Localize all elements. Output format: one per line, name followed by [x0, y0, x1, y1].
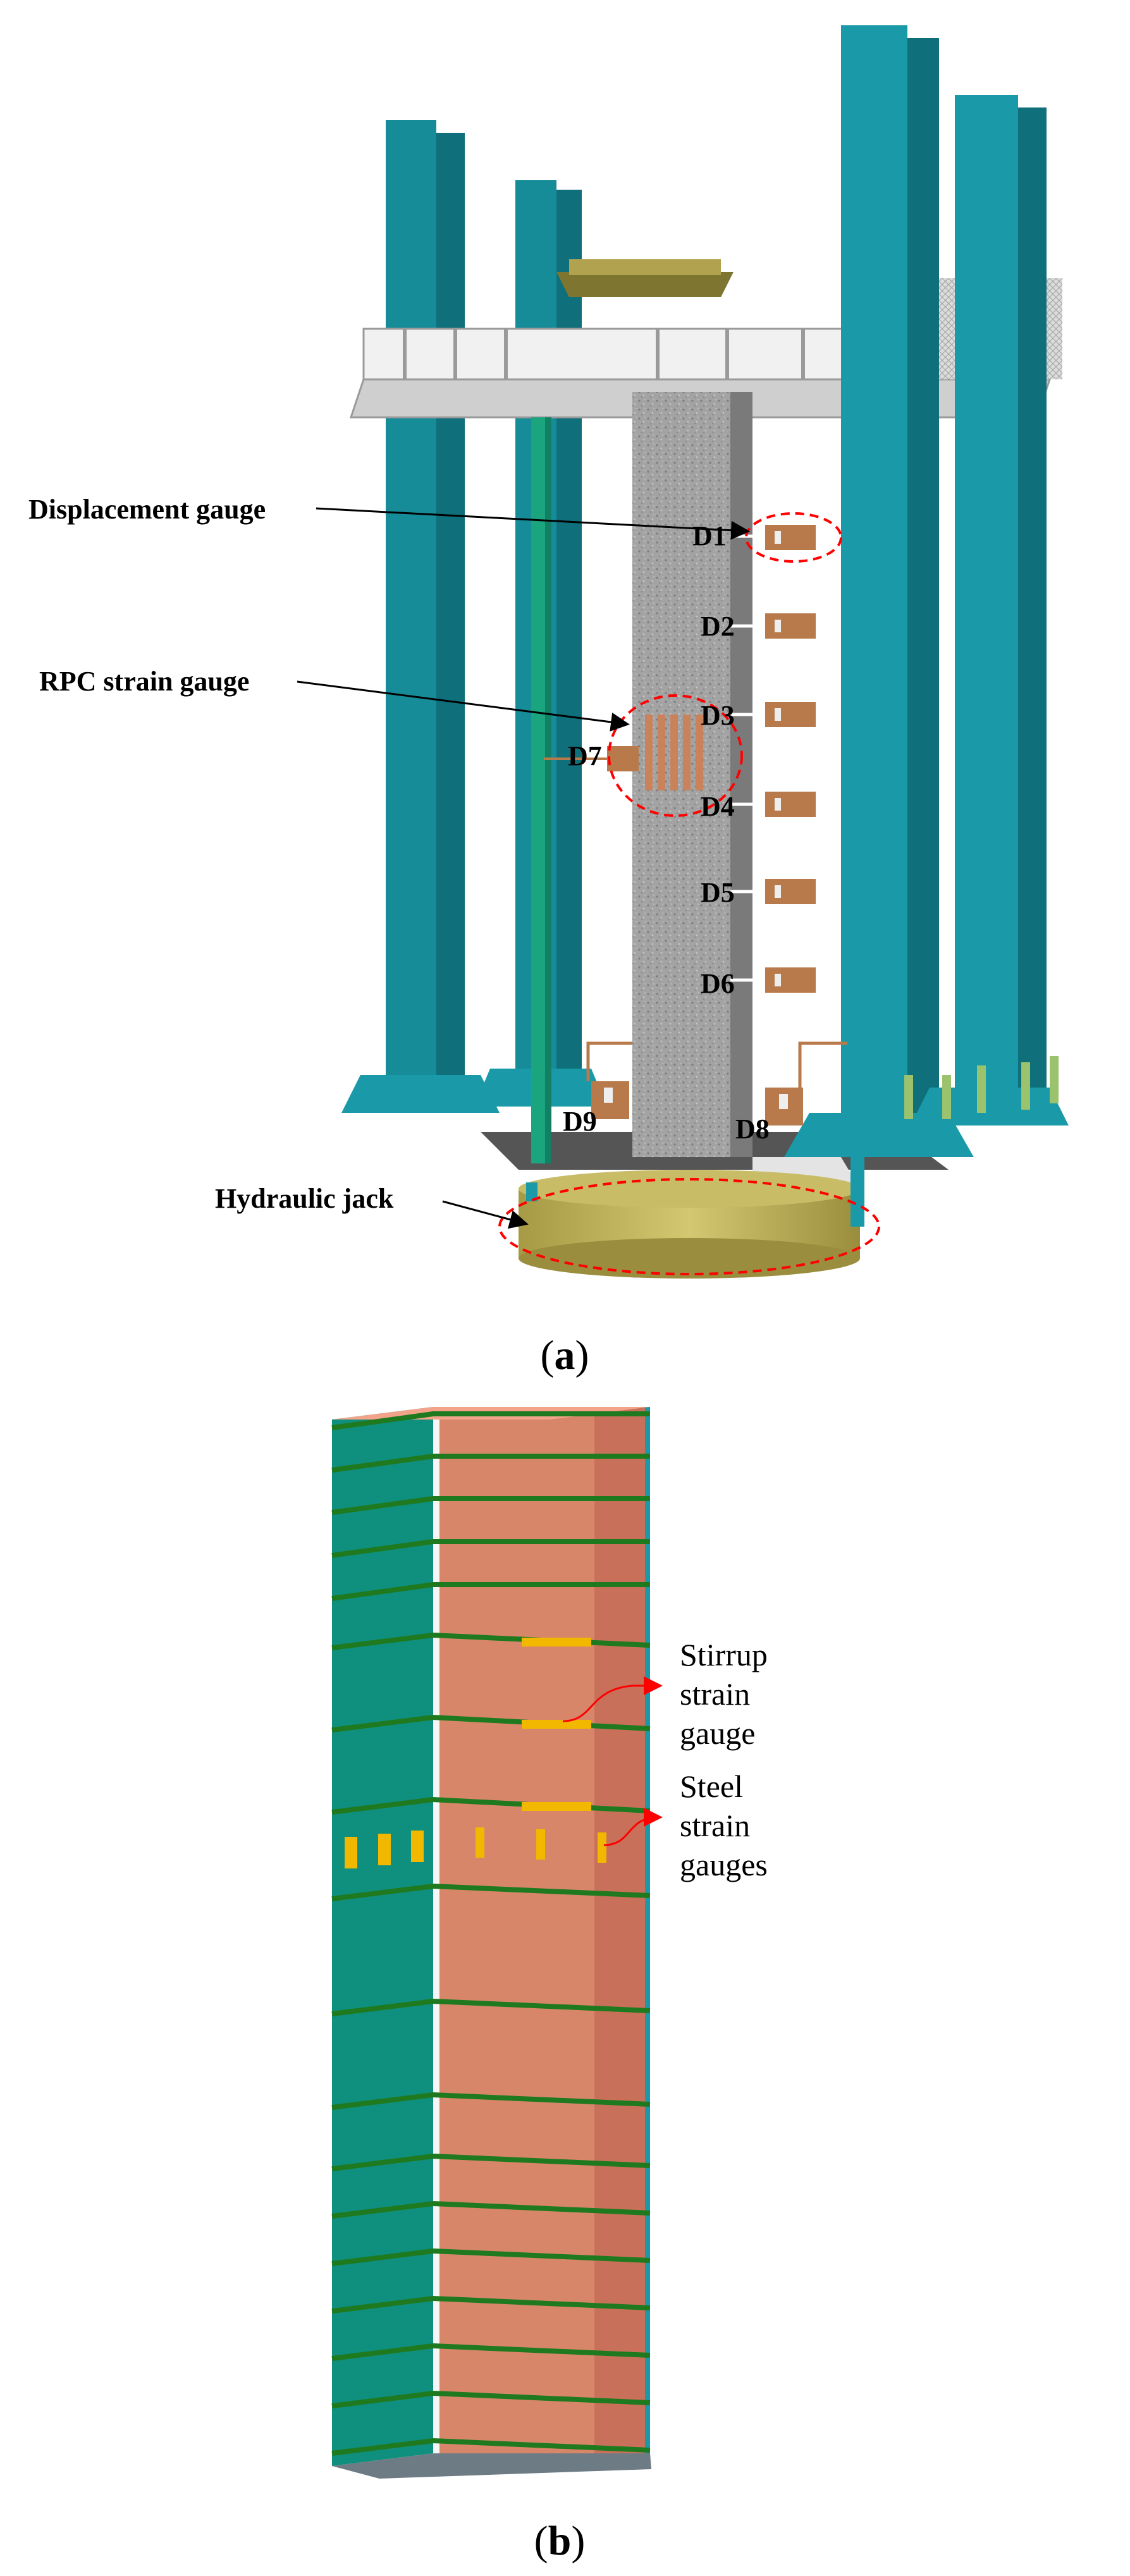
top-loading-cap — [556, 259, 734, 297]
hydraulic-jack-arrow — [442, 1200, 529, 1229]
rpc-strain-gauge-label: RPC strain gauge — [39, 666, 249, 697]
column-side-face — [332, 1407, 433, 2466]
gauge-label-d6: D6 — [701, 968, 735, 999]
stirrup-gauge-label: Stirrup strain gauge — [680, 1637, 775, 1751]
guide-rod-left — [531, 417, 545, 1163]
hydraulic-jack-label: Hydraulic jack — [215, 1183, 394, 1214]
bottom-displacement-gauges — [586, 1041, 847, 1125]
steel-gauges-label: Steel strain gauges — [680, 1769, 768, 1882]
gauge-label-d3: D3 — [701, 700, 735, 731]
panel-b: Stirrup strain gauge Steel strain gauges… — [331, 1407, 775, 2564]
gauge-label-d4: D4 — [701, 791, 735, 822]
column-back-left — [341, 120, 500, 1113]
panel-a: Displacement gauge RPC strain gauge Hydr… — [28, 25, 1069, 1378]
displacement-gauge-boxes — [544, 525, 816, 993]
gauge-label-d1: D1 — [692, 520, 727, 551]
jack-highlight-ellipse — [498, 1178, 880, 1275]
column-front-right — [784, 25, 974, 1157]
steel-gauge-leader — [603, 1808, 663, 1846]
column-edge-right — [645, 1407, 650, 2453]
hydraulic-jack-body — [519, 1157, 864, 1279]
gauge-label-d5: D5 — [701, 877, 735, 908]
guide-rod-left-shade — [545, 417, 551, 1163]
displacement-gauge-arrow — [316, 507, 750, 540]
column-edge-white — [433, 1407, 439, 2453]
displacement-gauge-label: Displacement gauge — [28, 494, 266, 525]
gauge-label-d2: D2 — [701, 611, 735, 642]
steel-strain-gauges — [345, 1827, 606, 1868]
d1-highlight-ellipse — [745, 512, 842, 563]
panel-b-caption: (b) — [534, 2518, 586, 2564]
gauge-label-d7: D7 — [568, 740, 602, 771]
gauge-label-d9: D9 — [563, 1106, 597, 1137]
column-bottom-cap — [332, 2453, 651, 2479]
column-far-right — [911, 95, 1069, 1125]
anchor-bolts — [904, 1056, 1059, 1119]
stirrup-strain-gauges — [522, 1638, 591, 1811]
rpc-gauge-highlight-ellipse — [608, 694, 743, 817]
column-front-face-shade — [594, 1407, 645, 2453]
panel-a-caption: (a) — [541, 1332, 589, 1378]
column-front-face — [439, 1407, 594, 2453]
rpc-gauge-arrow — [297, 680, 630, 732]
gauge-label-d8: D8 — [735, 1113, 770, 1144]
rpc-strain-gauge-strips — [645, 715, 703, 790]
stirrup-gauge-leader — [562, 1676, 663, 1722]
